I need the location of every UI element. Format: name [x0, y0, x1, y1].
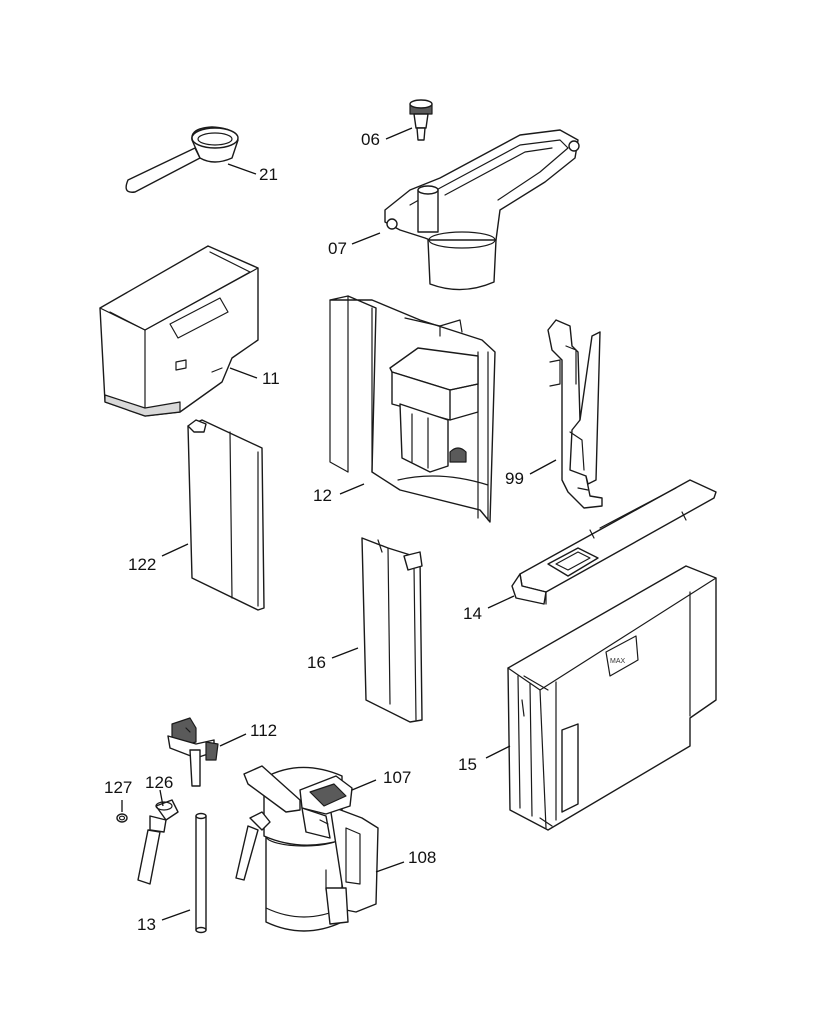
part-11-container	[99, 245, 259, 417]
leader-16	[331, 647, 359, 659]
part-112-connector	[167, 717, 219, 787]
part-jug-spout-tube	[235, 811, 271, 881]
leader-126	[159, 789, 164, 807]
label-108: 108	[408, 848, 436, 867]
leader-21	[227, 163, 257, 175]
part-21-measuring-spoon	[125, 126, 239, 193]
part-122-cover	[187, 419, 265, 611]
part-127-o-ring	[116, 813, 128, 823]
label-127: 127	[104, 778, 132, 797]
part-13-tube	[195, 812, 207, 934]
label-07: 07	[328, 239, 347, 258]
leader-12	[339, 483, 365, 495]
label-12: 12	[313, 486, 332, 505]
leader-99	[529, 459, 557, 475]
label-126: 126	[145, 773, 173, 792]
leader-112	[219, 733, 247, 747]
label-99: 99	[505, 469, 524, 488]
leader-15	[485, 745, 511, 759]
part-99-bracket	[547, 319, 603, 509]
part-126-elbow-fitting	[137, 799, 179, 885]
label-11: 11	[262, 369, 280, 388]
label-112: 112	[250, 721, 277, 740]
part-16-side-panel	[361, 537, 423, 723]
leader-13	[161, 909, 191, 921]
leader-107	[351, 779, 377, 791]
leader-lines	[121, 127, 557, 921]
label-21: 21	[259, 165, 278, 184]
leader-122	[161, 543, 189, 557]
label-122: 122	[128, 555, 156, 574]
label-15: 15	[458, 755, 477, 774]
part-07-funnel-cover	[384, 129, 580, 291]
callout-labels: 06 07 21 11 12 99 122 14 16 15 112 107 1…	[104, 130, 626, 934]
part-06-knob	[409, 99, 433, 141]
label-14: 14	[463, 604, 482, 623]
part-14-tray	[511, 479, 717, 605]
part-12-housing	[329, 295, 496, 523]
part-15-water-tank	[507, 565, 717, 831]
part-107-jug-lid	[299, 775, 353, 839]
leader-06	[385, 127, 413, 140]
tank-max-marking: MAX	[610, 658, 626, 665]
leader-108	[375, 861, 405, 873]
label-16: 16	[307, 653, 326, 672]
label-107: 107	[383, 768, 411, 787]
label-06: 06	[361, 130, 380, 149]
leader-11	[229, 367, 258, 379]
leader-14	[487, 595, 515, 609]
leader-07	[351, 232, 381, 245]
label-13: 13	[137, 915, 156, 934]
